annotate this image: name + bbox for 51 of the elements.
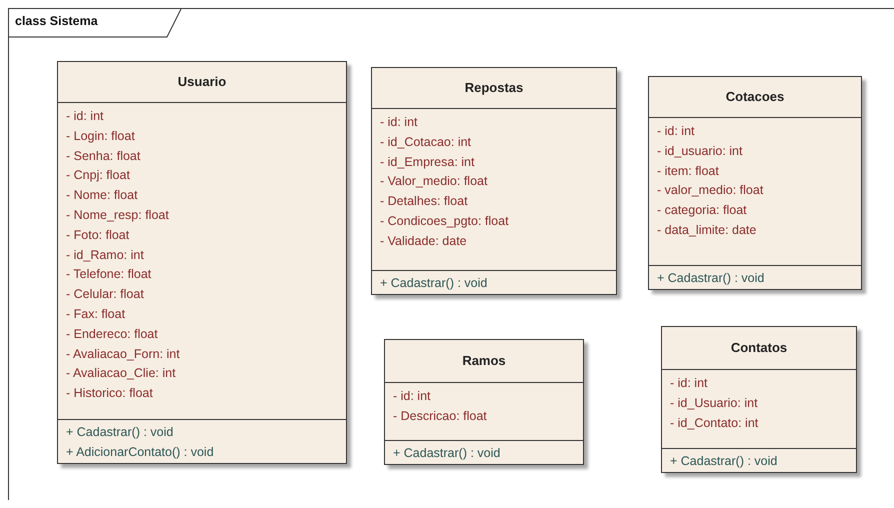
attribute-text: - Nome: float [65,187,138,204]
attribute-text: - id: int [65,108,104,125]
class-box [371,67,617,295]
class-name: Repostas [464,79,524,97]
attribute-text: - Valor_medio: float [379,173,488,190]
attribute-text: - id_usuario: int [656,142,742,160]
attribute-text: - id: int [379,114,418,131]
attribute-text: - Foto: float [65,226,130,244]
attribute-text: - Senha: float [65,148,140,165]
attribute-text: - id: int [392,388,431,405]
frame-title: class Sistema [15,14,98,28]
attribute-text: - Avaliacao_Forn: int [65,346,180,363]
attribute-text: - id: int [669,375,708,392]
method-text: + AdicionarContato() : void [65,444,214,461]
attribute-text: - id_Empresa: int [379,154,474,171]
attribute-text: - Fax: float [65,306,126,323]
attribute-text: - data_limite: date [656,222,756,239]
class-name: Usuario [178,73,226,91]
class-box [648,76,862,290]
attribute-text: - id_Contato: int [669,414,758,432]
attribute-text: - Detalhes: float [379,193,468,210]
attribute-text: - Condicoes_pgto: float [379,212,509,230]
class-name: Contatos [730,339,788,357]
diagram-frame [8,8,894,500]
method-text: + Cadastrar() : void [379,275,488,292]
class-box [384,339,584,465]
attribute-text: - Avaliacao_Clie: int [65,365,176,382]
attribute-text: - valor_medio: float [656,182,764,200]
class-box [57,61,347,464]
attribute-text: - id_Usuario: int [669,394,758,412]
attribute-text: - categoria: float [656,202,747,220]
attribute-text: - Celular: float [65,286,144,304]
attribute-text: - Telefone: float [65,266,152,284]
class-name: Ramos [462,352,506,370]
method-text: + Cadastrar() : void [669,453,778,470]
class-box [661,326,857,473]
attribute-text: - Login: float [65,128,135,145]
attribute-text: - id_Cotacao: int [379,134,472,151]
method-text: + Cadastrar() : void [65,424,174,441]
attribute-text: - Descricao: float [392,408,487,425]
class-name: Cotacoes [726,88,784,106]
attribute-text: - Nome_resp: float [65,206,169,224]
attribute-text: - Validade: date [379,232,467,250]
attribute-text: - Historico: float [65,385,153,402]
attribute-text: - item: float [656,162,719,180]
method-text: + Cadastrar() : void [656,270,764,287]
attribute-text: - Cnpj: float [65,167,130,184]
attribute-text: - Endereco: float [65,326,158,343]
method-text: + Cadastrar() : void [392,445,500,462]
attribute-text: - id_Ramo: int [65,246,144,264]
attribute-text: - id: int [656,123,695,140]
